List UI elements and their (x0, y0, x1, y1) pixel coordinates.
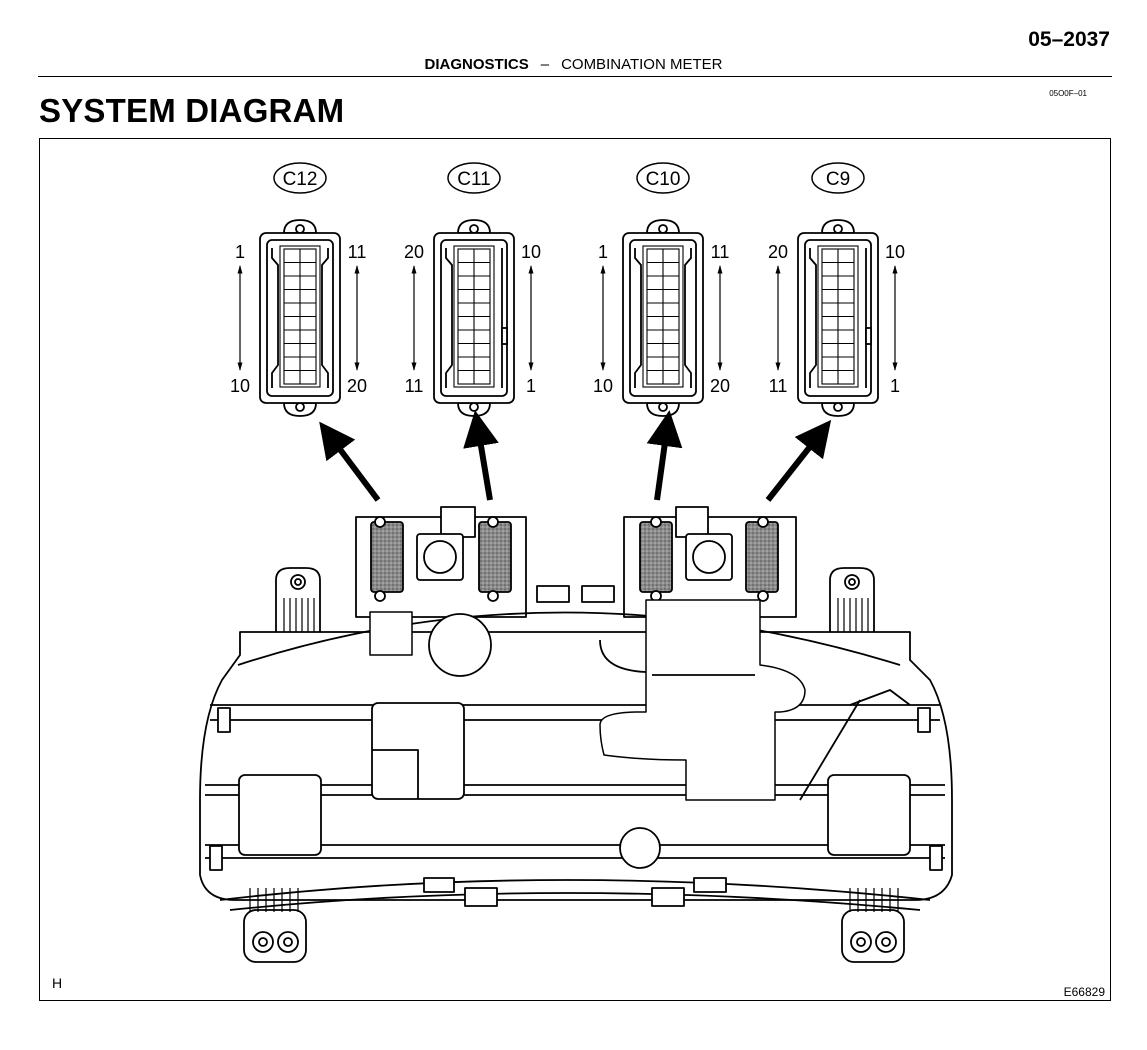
connector-group: C12 1 10 11 20 C11 20 11 10 1 C10 1 10 11 20 C9 20 11 10 1 (230, 162, 905, 417)
pin-grid (279, 245, 321, 388)
page-title: SYSTEM DIAGRAM (39, 92, 345, 129)
pin-label-bottom-right: 20 (710, 376, 730, 396)
socket-c10 (639, 521, 673, 593)
connector-c9: C9 20 11 10 1 (768, 162, 905, 417)
arrow-c11 (463, 410, 499, 501)
connector-id-oval (811, 162, 865, 194)
socket-c9 (745, 521, 779, 593)
socket-c11 (478, 521, 512, 593)
connector-c12: C12 1 10 11 20 (230, 162, 367, 417)
page-number: 05–2037 (1028, 28, 1110, 51)
pointer-arrows (319, 410, 832, 502)
connector-id-label: C9 (826, 169, 850, 190)
figure-id: E66829 (1063, 985, 1105, 999)
pin-label-top-left: 1 (598, 242, 608, 262)
connector-id-oval (447, 162, 501, 194)
connector-c11: C11 20 11 10 1 (404, 162, 541, 417)
connector-id-label: C11 (457, 169, 490, 190)
arrow-c12 (319, 421, 381, 502)
pin-label-top-left: 20 (404, 242, 424, 262)
pin-grid (453, 245, 495, 388)
pin-label-top-right: 10 (885, 242, 905, 262)
pin-label-bottom-left: 10 (593, 376, 613, 396)
pin-label-top-right: 11 (711, 242, 730, 262)
diagram-frame (39, 138, 1111, 1001)
header-separator: – (540, 56, 550, 73)
pin-grid (817, 245, 859, 388)
pin-label-bottom-left: 11 (405, 376, 424, 396)
pin-label-bottom-right: 20 (347, 376, 367, 396)
header-rule (38, 76, 1112, 77)
connector-id-oval (273, 162, 327, 194)
header-subsection: COMBINATION METER (561, 56, 723, 73)
running-header: DIAGNOSTICS–COMBINATION METER (0, 56, 1147, 73)
arrow-c10 (646, 410, 683, 501)
meter-case (199, 631, 953, 901)
pin-label-bottom-left: 10 (230, 376, 250, 396)
connector-c10: C10 1 10 11 20 (593, 162, 730, 417)
pin-label-bottom-left: 11 (769, 376, 788, 396)
connector-id-label: C10 (646, 169, 681, 190)
pin-label-bottom-right: 1 (526, 376, 536, 396)
pin-label-top-left: 1 (235, 242, 245, 262)
socket-c12 (370, 521, 404, 593)
pin-label-bottom-right: 1 (890, 376, 900, 396)
pin-grid (642, 245, 684, 388)
connector-id-oval (636, 162, 690, 194)
pin-label-top-right: 10 (521, 242, 541, 262)
header-section: DIAGNOSTICS (424, 56, 529, 73)
connector-id-label: C12 (283, 169, 318, 190)
pin-label-top-left: 20 (768, 242, 788, 262)
combination-meter (199, 506, 953, 963)
arrow-c9 (765, 419, 832, 502)
pin-label-top-right: 11 (348, 242, 367, 262)
document-code: 05O0F–01 (1049, 89, 1087, 98)
frame-corner-letter: H (52, 975, 63, 991)
